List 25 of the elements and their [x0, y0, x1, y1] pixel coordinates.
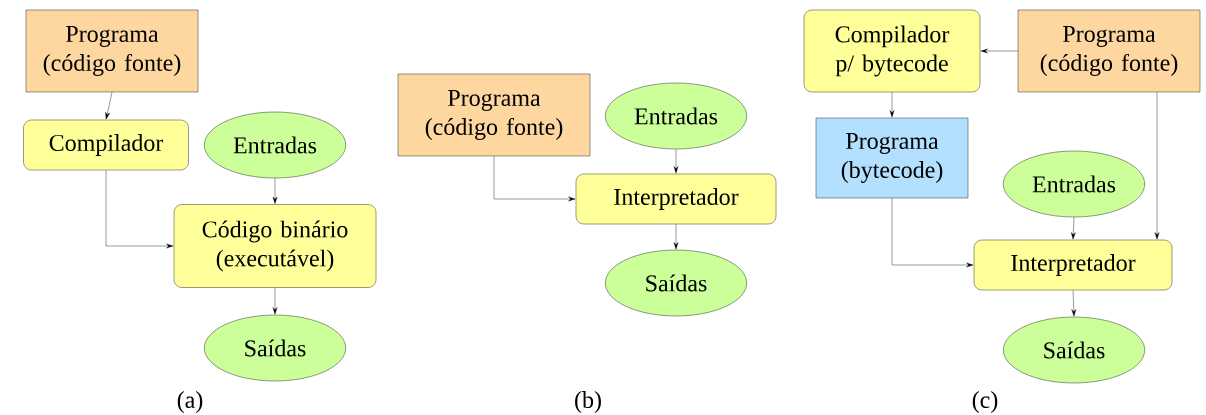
process-box: Código binário (executável): [173, 204, 377, 288]
panel-label: (b): [575, 391, 601, 413]
program-box: Programa (código fonte): [25, 9, 199, 93]
arrow: [105, 170, 174, 249]
arrow: [493, 156, 576, 202]
arrow: [889, 92, 895, 118]
program-box: Programa (bytecode): [815, 117, 969, 199]
arrow: [1071, 217, 1076, 240]
process-box: Compilador: [23, 119, 189, 171]
process-box: Interpretador: [973, 239, 1173, 291]
arrow: [105, 92, 113, 120]
arrow: [673, 149, 679, 174]
process-box: Interpretador: [575, 173, 777, 225]
arrow: [1154, 92, 1160, 240]
arrow: [891, 198, 974, 268]
arrow: [673, 224, 679, 250]
panel-label: (a): [177, 391, 203, 413]
arrow: [980, 48, 1019, 54]
arrow: [272, 287, 278, 315]
program-box: Programa (código fonte): [1017, 9, 1201, 93]
arrow: [272, 178, 278, 204]
panel-label: (c): [972, 391, 998, 413]
process-box: Compilador p/ bytecode: [803, 9, 981, 93]
program-box: Programa (código fonte): [397, 73, 591, 157]
arrow: [1071, 290, 1076, 317]
